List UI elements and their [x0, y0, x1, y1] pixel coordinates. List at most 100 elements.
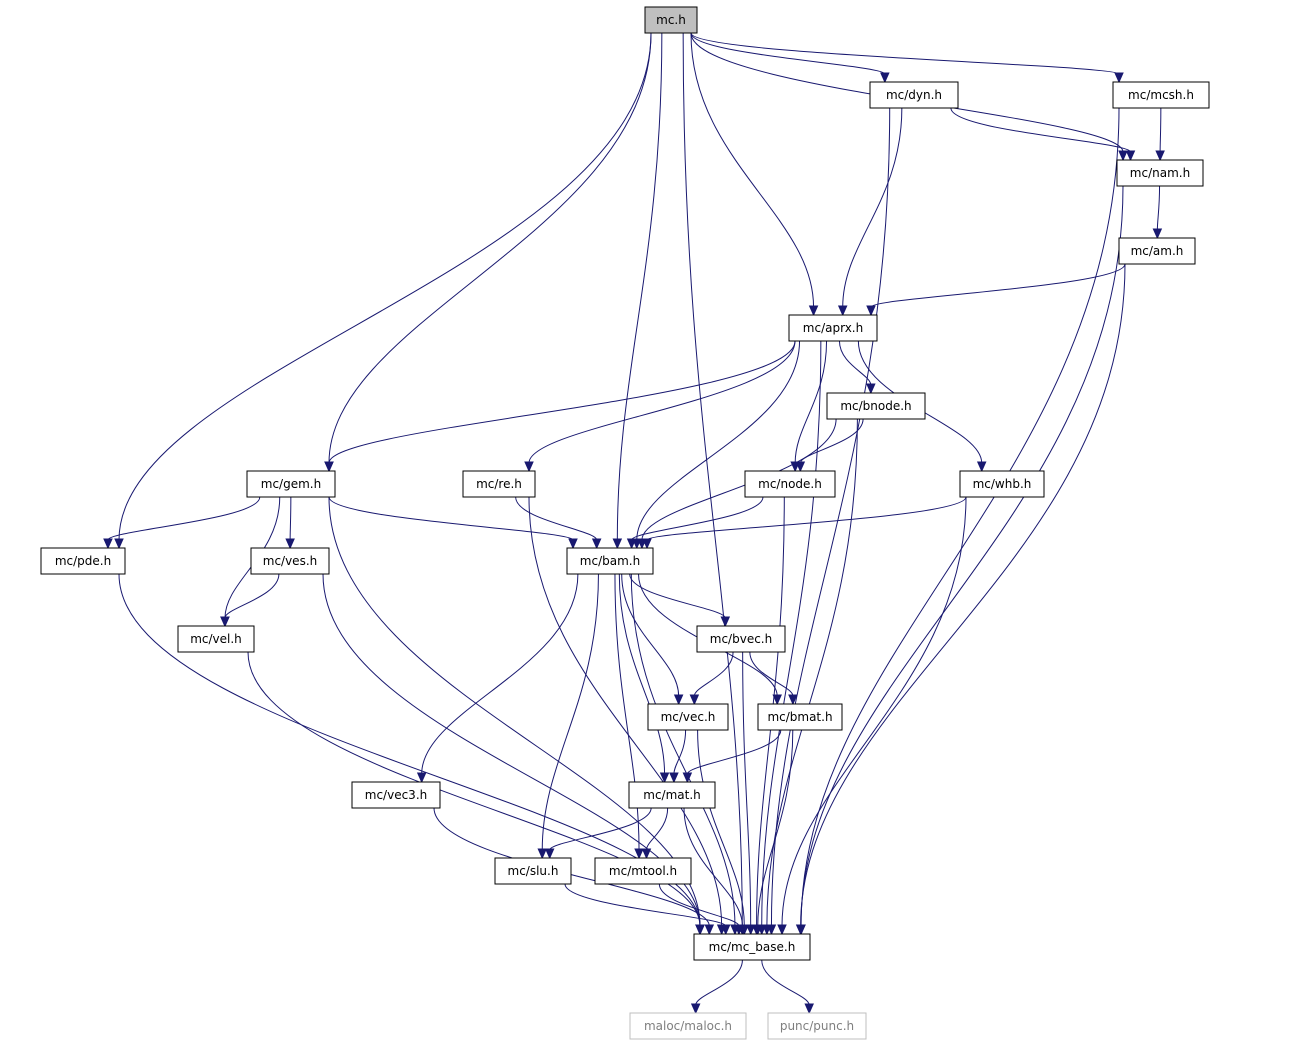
- node-label-bam: mc/bam.h: [580, 554, 640, 568]
- arrowhead-am-to-mc_base: [795, 924, 806, 936]
- edge-mc_base-to-punc: [761, 959, 810, 1006]
- node-box-mat: [628, 781, 716, 809]
- node-box-bmat: [757, 703, 843, 731]
- node-vec3[interactable]: mc/vec3.h: [351, 781, 441, 809]
- node-box-dyn: [869, 81, 959, 109]
- edge-gem-to-pde: [107, 496, 261, 541]
- node-vel[interactable]: mc/vel.h: [177, 625, 255, 653]
- arrowhead-mc_h-to-pde: [114, 538, 124, 550]
- arrowhead-vec-to-mat: [669, 772, 679, 784]
- node-box-node: [744, 470, 836, 498]
- arrowhead-whb-to-mc_base: [777, 924, 787, 936]
- arrowhead-vel-to-mc_base: [695, 924, 705, 936]
- node-dyn[interactable]: mc/dyn.h: [869, 81, 959, 109]
- node-bmat[interactable]: mc/bmat.h: [757, 703, 843, 731]
- node-label-slu: mc/slu.h: [508, 864, 559, 878]
- node-bam[interactable]: mc/bam.h: [566, 547, 654, 575]
- node-label-bnode: mc/bnode.h: [840, 399, 911, 413]
- arrowhead-aprx-to-gem: [324, 461, 334, 473]
- node-box-mc_h: [644, 6, 698, 34]
- arrowhead-bvec-to-vec: [689, 694, 700, 706]
- arrowhead-mc_base-to-maloc: [690, 1003, 701, 1015]
- node-label-mtool: mc/mtool.h: [609, 864, 677, 878]
- edge-mc_h-to-bam: [616, 32, 663, 541]
- node-re[interactable]: mc/re.h: [462, 470, 536, 498]
- node-mc_h[interactable]: mc.h: [644, 6, 698, 34]
- edge-bnode-to-node: [799, 418, 864, 464]
- node-mcsh[interactable]: mc/mcsh.h: [1112, 81, 1210, 109]
- node-nam[interactable]: mc/nam.h: [1116, 159, 1204, 187]
- node-box-vel: [177, 625, 255, 653]
- node-label-punc: punc/punc.h: [780, 1019, 854, 1033]
- node-box-am: [1118, 237, 1196, 265]
- node-punc: punc/punc.h: [767, 1012, 867, 1040]
- edge-mat-to-mc_base: [683, 807, 743, 927]
- node-box-pde: [40, 547, 126, 575]
- edge-vec-to-mat: [673, 729, 687, 775]
- edge-mcsh-to-nam: [1159, 107, 1162, 153]
- node-vec[interactable]: mc/vec.h: [647, 703, 729, 731]
- edge-nam-to-am: [1156, 185, 1161, 231]
- arrowhead-bmat-to-mc_base: [752, 924, 763, 936]
- arrowhead-mc_h-to-mcsh: [1114, 72, 1124, 84]
- edge-mtool-to-mc_base: [658, 883, 740, 927]
- node-mtool[interactable]: mc/mtool.h: [594, 857, 692, 885]
- arrowhead-bam-to-bmat: [772, 694, 782, 706]
- edge-am-to-aprx: [870, 263, 1126, 308]
- node-aprx[interactable]: mc/aprx.h: [788, 314, 878, 342]
- node-label-aprx: mc/aprx.h: [803, 321, 863, 335]
- edge-bam-to-mc_base: [630, 573, 736, 927]
- edge-mat-to-mtool: [645, 807, 669, 851]
- edge-whb-to-mc_base: [781, 496, 967, 927]
- arrowhead-bnode-to-mc_base: [762, 924, 772, 936]
- edge-slu-to-mc_base: [564, 883, 727, 927]
- node-bnode[interactable]: mc/bnode.h: [826, 392, 926, 420]
- arrowhead-ves-to-vel: [220, 616, 230, 628]
- arrowhead-gem-to-pde: [103, 538, 113, 550]
- edge-bvec-to-vec: [693, 651, 734, 697]
- edge-vec-to-mc_base: [697, 729, 745, 927]
- node-label-re: mc/re.h: [476, 477, 522, 491]
- node-box-mtool: [594, 857, 692, 885]
- arrowhead-mc_h-to-bam: [612, 538, 623, 550]
- edge-dyn-to-aprx: [842, 107, 903, 308]
- node-bvec[interactable]: mc/bvec.h: [696, 625, 786, 653]
- node-slu[interactable]: mc/slu.h: [494, 857, 572, 885]
- node-pde[interactable]: mc/pde.h: [40, 547, 126, 575]
- edge-gem-to-bam: [328, 496, 574, 541]
- edge-bam-to-vec: [621, 573, 680, 697]
- node-box-vec3: [351, 781, 441, 809]
- node-am[interactable]: mc/am.h: [1118, 237, 1196, 265]
- edge-bam-to-vec3: [421, 573, 579, 775]
- node-label-whb: mc/whb.h: [973, 477, 1032, 491]
- edge-vec3-to-mc_base: [433, 807, 710, 927]
- arrowhead-dyn-to-nam: [1125, 150, 1136, 162]
- edge-node-to-bam: [631, 496, 764, 541]
- arrowhead-bam-to-bvec: [720, 616, 731, 628]
- arrowhead-bam-to-mtool: [634, 848, 644, 860]
- node-ves[interactable]: mc/ves.h: [250, 547, 330, 575]
- node-gem[interactable]: mc/gem.h: [246, 470, 336, 498]
- arrowhead-bam-to-vec: [673, 694, 684, 706]
- arrowhead-bnode-to-node: [795, 461, 806, 473]
- node-whb[interactable]: mc/whb.h: [959, 470, 1045, 498]
- edge-mc_h-to-gem: [328, 32, 652, 464]
- edge-node-to-mc_base: [756, 496, 785, 927]
- node-label-bmat: mc/bmat.h: [767, 710, 832, 724]
- edge-mat-to-slu: [549, 807, 652, 851]
- edge-dyn-to-nam: [950, 107, 1131, 153]
- arrowhead-mc_h-to-nam: [1118, 150, 1128, 162]
- node-node[interactable]: mc/node.h: [744, 470, 836, 498]
- arrowhead-aprx-to-bnode: [866, 383, 876, 395]
- node-box-gem: [246, 470, 336, 498]
- node-box-punc: [767, 1012, 867, 1040]
- node-mat[interactable]: mc/mat.h: [628, 781, 716, 809]
- edge-bnode-to-bam: [641, 418, 837, 541]
- edges-layer: [103, 32, 1165, 1015]
- edge-aprx-to-bam: [636, 340, 801, 541]
- node-box-mc_base: [693, 933, 811, 961]
- node-mc_base[interactable]: mc/mc_base.h: [693, 933, 811, 961]
- arrowhead-mc_h-to-aprx: [808, 305, 819, 317]
- edge-bnode-to-mc_base: [766, 418, 858, 927]
- arrowhead-bvec-to-mc_base: [745, 924, 756, 936]
